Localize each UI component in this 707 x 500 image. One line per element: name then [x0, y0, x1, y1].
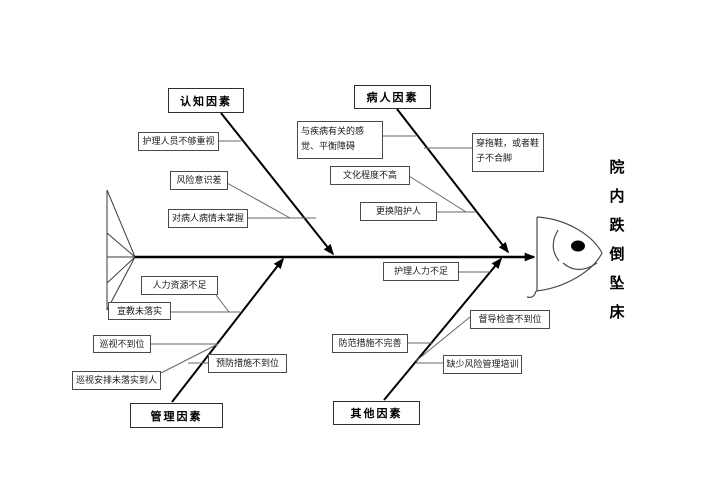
bone-other — [383, 257, 503, 401]
cause-box-slippers-illfitting-shoes: 穿拖鞋，或者鞋子不合脚 — [472, 133, 544, 172]
cause-box-disease-balance-disorder: 与疾病有关的感觉、平衡障碍 — [297, 121, 383, 159]
category-box-management: 管理因素 — [130, 403, 223, 428]
fish-head-icon — [526, 216, 603, 298]
cause-box-hr-shortage: 人力资源不足 — [141, 276, 218, 295]
effect-char-2: 跌 — [609, 217, 625, 234]
cause-box-education-not-done: 宣教未落实 — [108, 302, 171, 320]
cause-box-caregiver-changed: 更换陪护人 — [360, 202, 437, 221]
cause-box-poor-risk-awareness: 风险意识差 — [170, 171, 228, 190]
bone-management — [171, 257, 285, 403]
main-bones — [171, 108, 510, 403]
fish-tail-icon — [106, 189, 136, 311]
cause-box-rounds-not-assigned: 巡视安排未落实到人 — [72, 371, 161, 390]
cause-box-supervision-not-in-place: 督导检查不到位 — [470, 310, 550, 329]
effect-char-1: 内 — [609, 188, 625, 205]
category-box-patient: 病人因素 — [354, 85, 431, 109]
fish-eye-icon — [571, 240, 585, 252]
category-box-other: 其他因素 — [333, 401, 420, 425]
cause-box-condition-not-grasped: 对病人病情未掌握 — [168, 209, 248, 228]
effect-char-3: 倒 — [609, 246, 625, 263]
category-box-cognitive: 认知因素 — [168, 88, 244, 113]
effect-label: 院内跌倒坠床 — [606, 157, 628, 331]
cause-connectors — [150, 135, 490, 374]
cause-box-nurses-not-attentive: 护理人员不够重视 — [138, 132, 219, 151]
effect-char-4: 坠 — [609, 275, 625, 292]
effect-char-5: 床 — [609, 304, 625, 321]
cause-box-lack-risk-training: 缺少风险管理培训 — [443, 355, 522, 374]
cause-box-nursing-staff-shortage: 护理人力不足 — [383, 262, 459, 281]
bone-cognitive — [220, 112, 335, 256]
bone-patient — [396, 108, 510, 254]
cause-box-low-education: 文化程度不高 — [330, 166, 410, 185]
cause-box-prevention-not-in-place: 预防措施不到位 — [208, 354, 287, 373]
cause-box-safeguards-imperfect: 防范措施不完善 — [332, 334, 408, 353]
cause-box-rounds-not-in-place: 巡视不到位 — [93, 335, 151, 353]
effect-char-0: 院 — [609, 159, 625, 176]
